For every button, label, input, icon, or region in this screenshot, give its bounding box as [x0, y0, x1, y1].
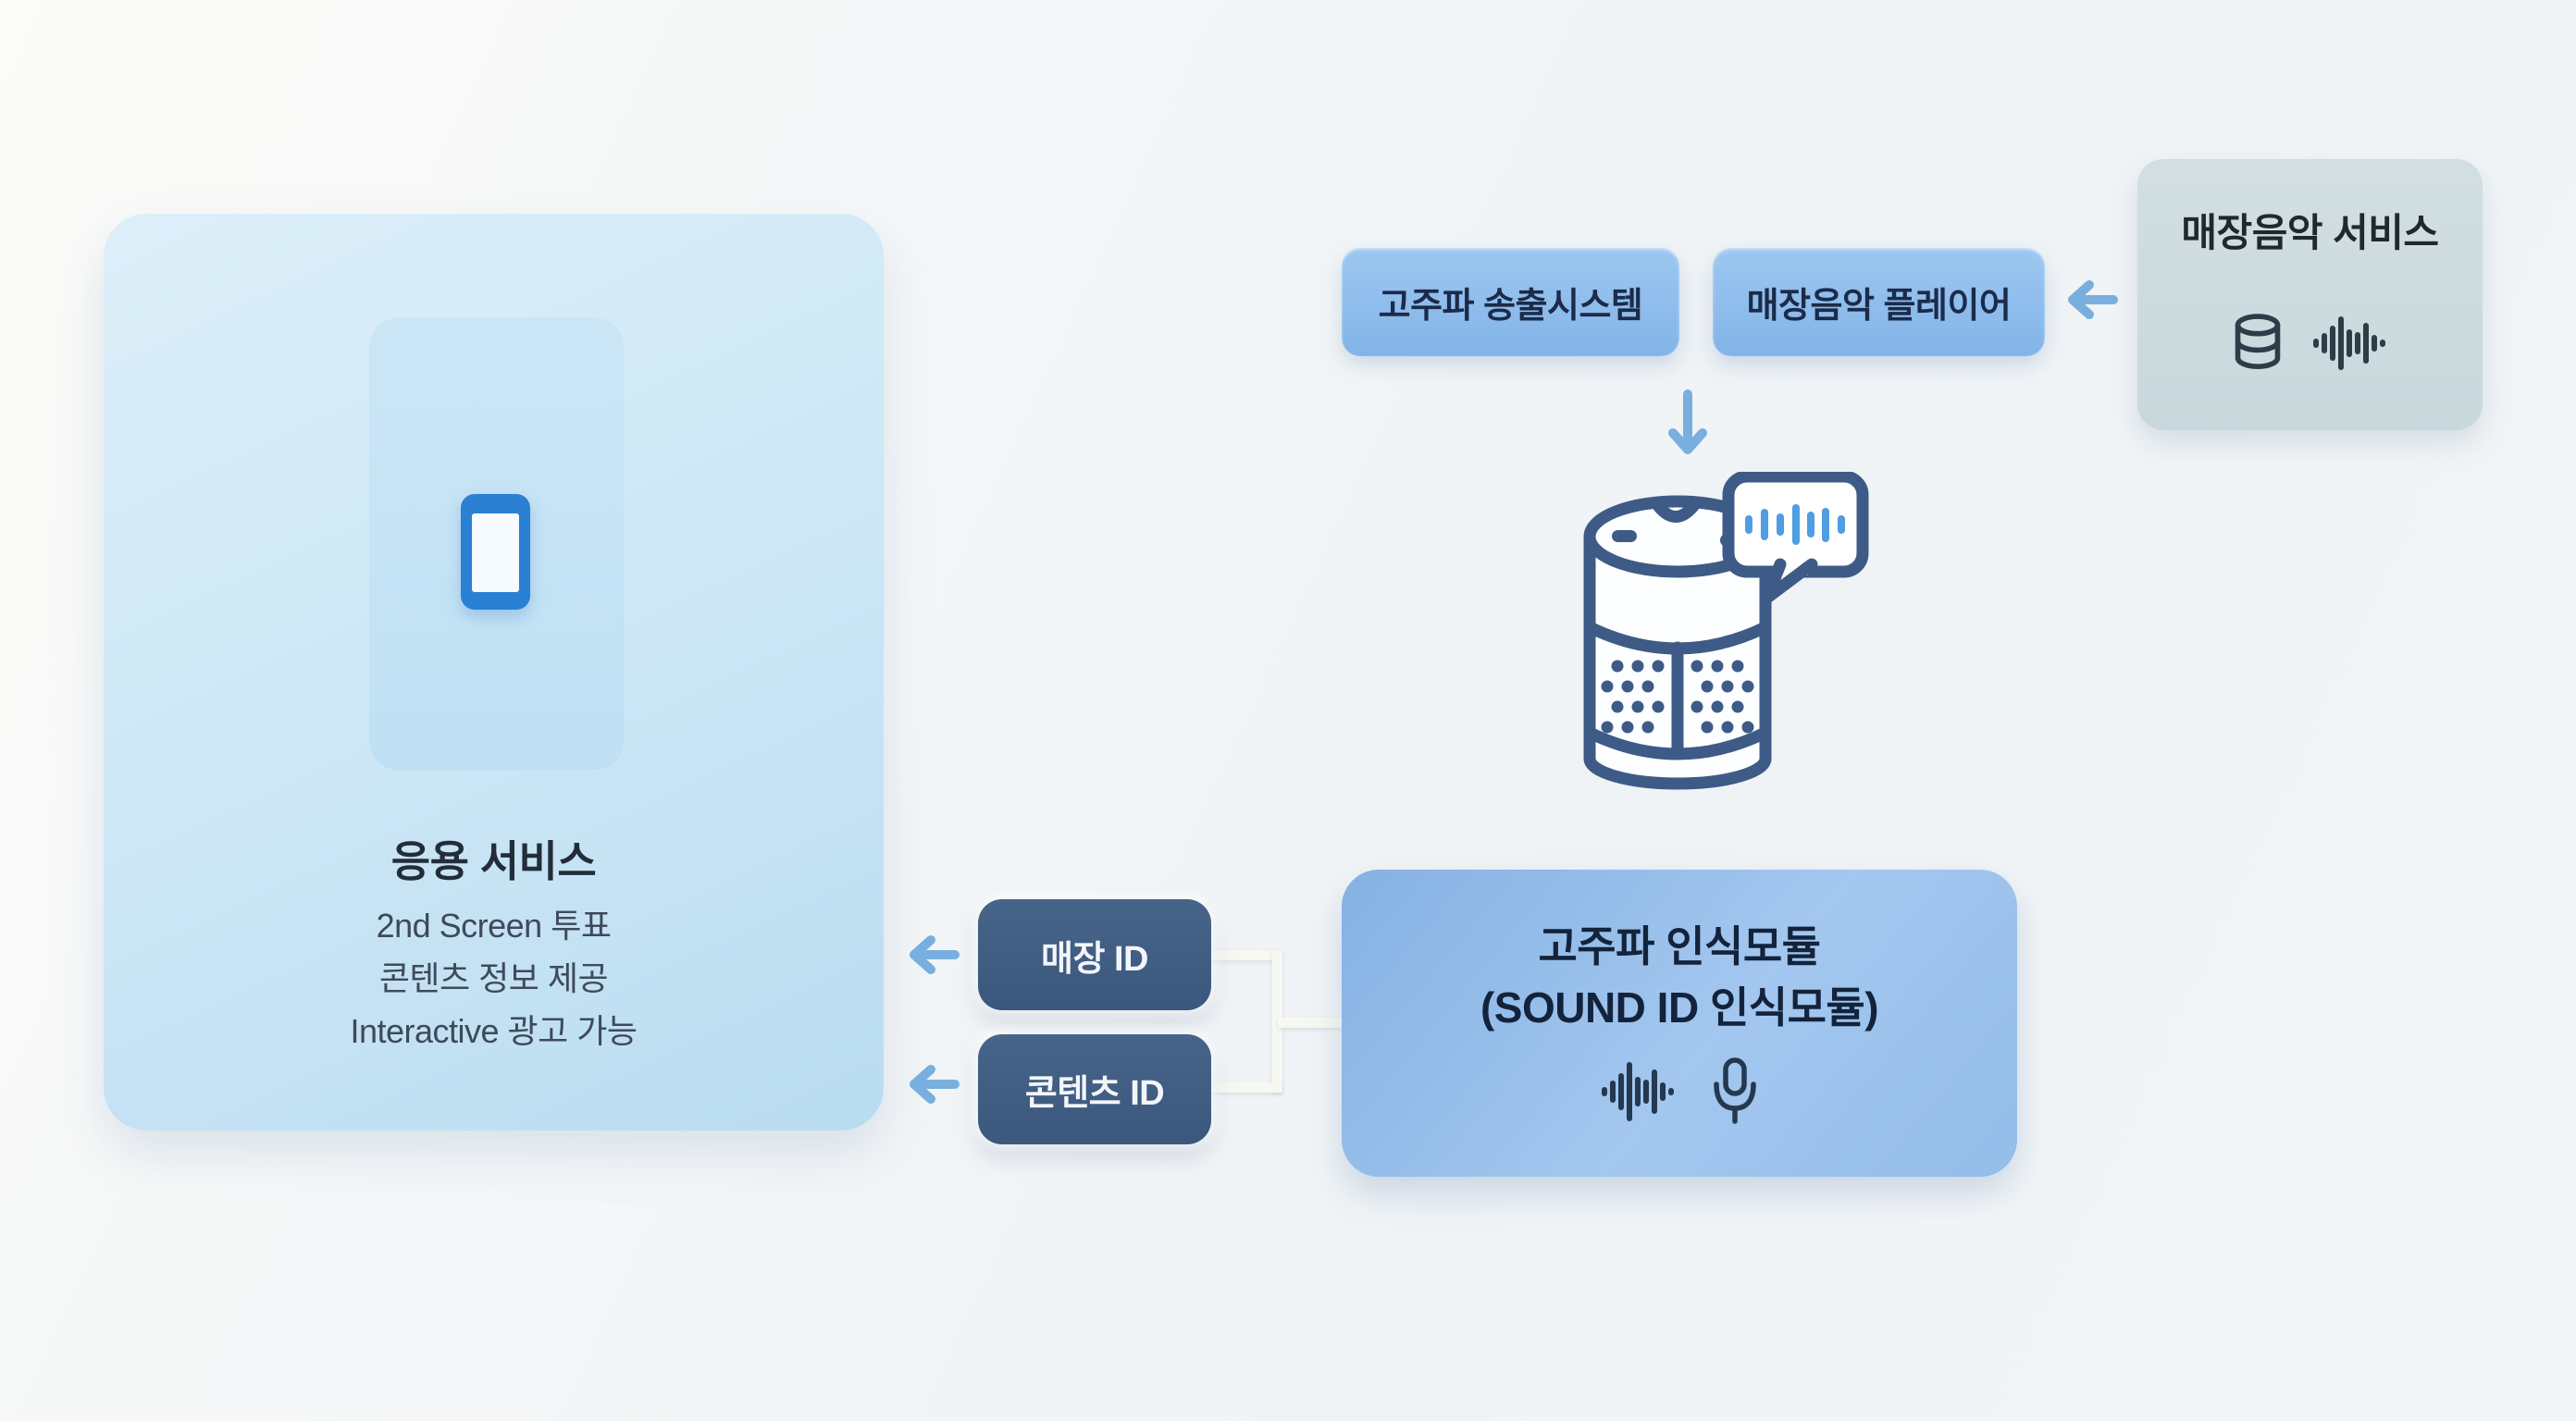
speaker-grille-dots — [1601, 660, 1754, 734]
recognition-title-line2: (SOUND ID 인식모듈) — [1480, 983, 1879, 1032]
node-label: 고주파 송출시스템 — [1378, 287, 1643, 326]
arrow-left-icon — [2068, 280, 2118, 319]
connector-line — [1211, 950, 1282, 960]
node-store-id: 매장 ID — [978, 899, 1211, 1010]
connector-line — [1211, 1082, 1282, 1093]
smart-speaker-illustration — [1583, 472, 1869, 790]
waveform-icon — [1602, 1062, 1674, 1121]
recognition-title-line1: 고주파 인식모듈 — [1538, 922, 1821, 970]
app-service-box: 응용 서비스 2nd Screen 투표 콘텐츠 정보 제공 Interacti… — [104, 214, 884, 1131]
node-content-id: 콘텐츠 ID — [978, 1034, 1211, 1144]
node-hf-transmit-system: 고주파 송출시스템 — [1342, 248, 1679, 356]
node-label: 매장음악 플레이어 — [1746, 287, 2012, 326]
smartphone-icon — [461, 494, 530, 610]
microphone-icon — [1714, 1057, 1756, 1124]
store-music-service-box: 매장음악 서비스 — [2137, 159, 2483, 430]
node-label: 콘텐츠 ID — [1024, 1074, 1165, 1113]
app-service-line: 2nd Screen 투표 — [376, 907, 612, 945]
phone-panel — [368, 316, 625, 772]
smartphone-screen — [472, 513, 519, 592]
speaker-top-notch — [1650, 497, 1701, 523]
arrow-left-icon — [910, 935, 960, 974]
arrow-down-icon — [1668, 389, 1707, 454]
app-service-line: Interactive 광고 가능 — [350, 1012, 638, 1050]
speaker-top-dash — [1612, 530, 1637, 542]
connector-line — [1278, 1018, 1344, 1028]
waveform-icon — [2312, 316, 2385, 370]
arrow-left-icon — [910, 1065, 960, 1104]
store-music-service-title: 매장음악 서비스 — [2181, 211, 2439, 254]
connector-line — [1272, 950, 1282, 1093]
node-label: 매장 ID — [1041, 939, 1148, 979]
app-service-line: 콘텐츠 정보 제공 — [378, 959, 609, 997]
recognition-icons-row — [1342, 1055, 2017, 1129]
service-icons-row — [2137, 311, 2483, 376]
speech-bubble-waveform-icon — [1722, 472, 1869, 604]
node-store-music-player: 매장음악 플레이어 — [1713, 248, 2045, 356]
recognition-module-box: 고주파 인식모듈 (SOUND ID 인식모듈) — [1342, 870, 2017, 1177]
database-icon — [2235, 314, 2280, 369]
app-service-title: 응용 서비스 — [390, 837, 597, 885]
